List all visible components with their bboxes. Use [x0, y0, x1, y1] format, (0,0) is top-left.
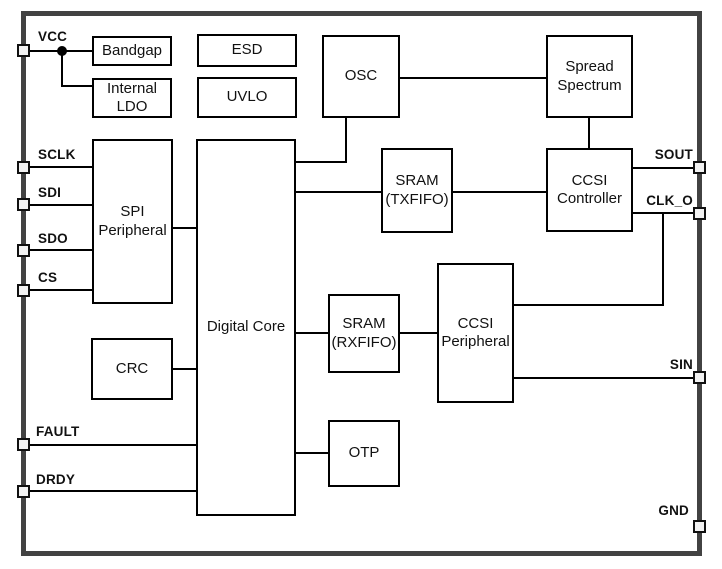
block-digital-core-label: Digital Core [206, 318, 286, 336]
block-sram-rxfifo-label: SRAM (RXFIFO) [331, 315, 397, 351]
block-spread-spectrum: Spread Spectrum [546, 35, 633, 118]
block-sram-rxfifo: SRAM (RXFIFO) [328, 294, 400, 373]
wire-sram-txfifo-ccsi-controller [453, 191, 546, 193]
block-bandgap: Bandgap [92, 36, 172, 66]
block-bandgap-label: Bandgap [101, 41, 163, 59]
block-crc-label: CRC [115, 359, 149, 377]
block-spi-peripheral: SPI Peripheral [92, 139, 173, 304]
block-osc: OSC [322, 35, 400, 118]
wire-clk-o-ccsi-peripheral [513, 304, 664, 306]
wire-drdy-digital-core [30, 490, 197, 492]
wire-cs-spi [30, 289, 92, 291]
pin-sdo [17, 244, 30, 257]
block-uvlo: UVLO [197, 77, 297, 118]
block-ccsi-peripheral-label: CCSI Peripheral [441, 314, 510, 350]
wire-spi-digital-core [172, 227, 197, 229]
pin-label-clk-o: CLK_O [646, 193, 693, 208]
block-spi-peripheral-label: SPI Peripheral [98, 203, 167, 239]
block-internal-ldo-label: Internal LDO [106, 79, 158, 115]
wire-ccsi-peripheral-sin [513, 377, 693, 379]
pin-sin [693, 371, 706, 384]
pin-label-sdo: SDO [38, 231, 68, 246]
block-ccsi-peripheral: CCSI Peripheral [437, 263, 514, 403]
block-uvlo-label: UVLO [226, 88, 268, 106]
wire-sclk-spi [30, 166, 92, 168]
pin-label-sdi: SDI [38, 185, 62, 200]
pin-label-cs: CS [38, 270, 58, 285]
pin-label-vcc: VCC [38, 29, 68, 44]
block-osc-label: OSC [344, 67, 378, 85]
block-crc: CRC [91, 338, 173, 400]
wire-sdo-spi [30, 249, 92, 251]
wire-crc-digital-core [172, 368, 197, 370]
wire-digital-core-osc-h [296, 161, 347, 163]
pin-cs [17, 284, 30, 297]
block-sram-txfifo-label: SRAM (TXFIFO) [385, 172, 449, 208]
pin-label-sin: SIN [669, 357, 693, 372]
pin-label-sclk: SCLK [38, 147, 76, 162]
block-ccsi-controller-label: CCSI Controller [556, 171, 623, 207]
wire-sram-rxfifo-ccsi-peripheral [400, 332, 437, 334]
wire-vcc-internal-ldo [61, 85, 92, 87]
wire-digital-core-otp [296, 452, 328, 454]
block-internal-ldo: Internal LDO [92, 78, 172, 118]
block-esd-label: ESD [231, 41, 263, 59]
pin-drdy [17, 485, 30, 498]
wire-digital-core-osc-v [345, 118, 347, 163]
pin-sdi [17, 198, 30, 211]
vcc-junction-dot [57, 46, 67, 56]
wire-sdi-spi [30, 204, 92, 206]
wire-digital-core-sram-rxfifo [296, 332, 328, 334]
block-esd: ESD [197, 34, 297, 67]
wire-fault-digital-core [30, 444, 197, 446]
wire-spread-spectrum-ccsi-controller [588, 118, 590, 148]
wire-osc-spread-spectrum [400, 77, 546, 79]
pin-label-sout: SOUT [654, 147, 693, 162]
block-ccsi-controller: CCSI Controller [546, 148, 633, 232]
wire-digital-core-sram-txfifo [296, 191, 381, 193]
pin-gnd [693, 520, 706, 533]
pin-label-drdy: DRDY [36, 472, 76, 487]
pin-sout [693, 161, 706, 174]
block-spread-spectrum-label: Spread Spectrum [557, 58, 622, 94]
block-otp-label: OTP [348, 444, 380, 462]
wire-ccsi-controller-sout [632, 167, 693, 169]
pin-label-fault: FAULT [36, 424, 80, 439]
wire-vcc-vertical [61, 51, 63, 86]
block-digital-core: Digital Core [196, 139, 296, 516]
block-sram-txfifo: SRAM (TXFIFO) [381, 148, 453, 233]
wire-clk-o-branch-vertical [662, 213, 664, 306]
pin-vcc [17, 44, 30, 57]
pin-clk-o [693, 207, 706, 220]
pin-fault [17, 438, 30, 451]
pin-sclk [17, 161, 30, 174]
pin-label-gnd: GND [658, 503, 689, 518]
block-otp: OTP [328, 420, 400, 487]
